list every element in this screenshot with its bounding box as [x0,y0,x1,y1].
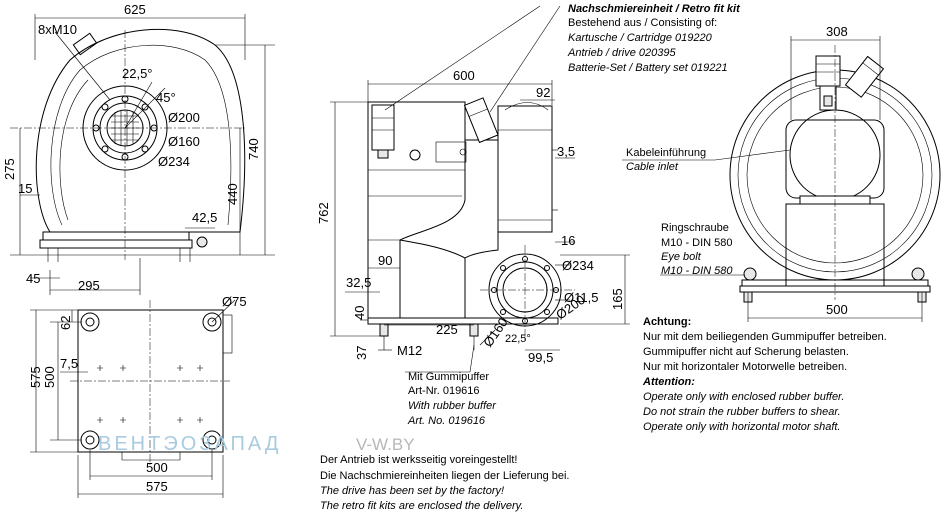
side-view [330,5,630,373]
dim-42-5: 42,5 [192,210,217,225]
dim-45-angle: 45° [156,90,176,105]
dim-45: 45 [26,271,40,286]
cable-inlet-de: Kabeleinführung [626,147,706,159]
dim-500-vertical: 500 [42,366,57,388]
dim-dia-75: Ø75 [222,294,247,309]
attention-en3: Operate only with horizontal motor shaft… [643,421,840,433]
dim-dia-160-front: Ø160 [168,134,200,149]
dim-16: 16 [561,233,575,248]
dim-22-5-side: 22,5° [505,333,531,345]
rubber-buffer-callout: Mit Gummipuffer Art-Nr. 019616 With rubb… [407,371,497,427]
watermark-brand: ВЕНТЭОЗАПАД [98,433,281,455]
eye-bolt-de1: Ringschraube [661,222,729,234]
watermark-site: V-W.BY [356,435,415,454]
attention-en2: Do not strain the rubber buffers to shea… [643,406,841,418]
retrofit-drive: Antrieb / drive 020395 [567,47,677,59]
eye-bolt-en2: M10 - DIN 580 [661,265,733,277]
front-view [10,14,275,295]
dim-275: 275 [2,158,17,180]
dim-762: 762 [316,202,331,224]
cable-inlet-callout: Kabeleinführung Cable inlet [626,147,706,173]
dimension-labels: 625 8xM10 22,5° 45° Ø200 Ø160 Ø234 740 2… [2,2,848,494]
dim-m12: M12 [397,343,422,358]
attention-de1: Nur mit dem beiliegenden Gummipuffer bet… [643,331,887,343]
attention-de-title: Achtung: [643,316,691,328]
dim-625: 625 [124,2,146,17]
attention-de3: Nur mit horizontaler Motorwelle betreibe… [643,361,847,373]
dim-99-5: 99,5 [528,350,553,365]
dim-22-5-angle: 22,5° [122,66,153,81]
eye-bolt-callout: Ringschraube M10 - DIN 580 Eye bolt M10 … [661,222,733,277]
dim-295: 295 [78,278,100,293]
dim-500-rear: 500 [826,302,848,317]
eye-bolt-de2: M10 - DIN 580 [661,237,733,249]
dim-15: 15 [18,181,32,196]
note-en2: The retro fit kits are enclosed the deli… [320,500,523,512]
retrofit-callout: Nachschmiereinheit / Retro fit kit Beste… [567,3,741,74]
buffer-en2: Art. No. 019616 [407,415,486,427]
note-de2: Die Nachschmiereinheiten liegen der Lief… [320,470,569,482]
dim-62: 62 [58,316,73,330]
attention-en1: Operate only with enclosed rubber buffer… [643,391,844,403]
dim-dia-11-5: Ø11,5 [564,290,598,305]
retrofit-consisting: Bestehend aus / Consisting of: [568,17,717,29]
buffer-de2: Art-Nr. 019616 [408,385,480,397]
dim-308: 308 [826,24,848,39]
dim-7-5: 7,5 [60,356,78,371]
dim-575-vertical: 575 [28,366,43,388]
dim-225: 225 [436,322,458,337]
dim-dia-200-front: Ø200 [168,110,200,125]
retrofit-battery: Batterie-Set / Battery set 019221 [568,62,728,74]
dim-740: 740 [246,138,261,160]
dim-37: 37 [354,346,369,360]
attention-de2: Gummipuffer nicht auf Scherung belasten. [643,346,849,358]
dim-500-horizontal: 500 [146,460,168,475]
dim-8xm10: 8xM10 [38,22,77,37]
buffer-en1: With rubber buffer [408,400,497,412]
factory-notes: Der Antrieb ist werksseitig voreingestel… [320,454,569,512]
attention-notes: Achtung: Nur mit dem beiliegenden Gummip… [642,316,887,433]
dim-575-horizontal: 575 [146,479,168,494]
eye-bolt-en1: Eye bolt [661,251,702,263]
footprint-view [30,299,236,498]
dim-32-5: 32,5 [346,275,371,290]
cable-inlet-en: Cable inlet [626,161,679,173]
retrofit-title: Nachschmiereinheit / Retro fit kit [568,3,741,15]
dim-dia-234-front: Ø234 [158,154,190,169]
note-en1: The drive has been set by the factory! [320,485,504,497]
watermark: ВЕНТЭОЗАПАД V-W.BY [98,433,415,455]
dim-600: 600 [453,68,475,83]
dim-92: 92 [536,85,550,100]
rear-view [622,36,941,322]
dim-3-5: 3,5 [557,144,575,159]
dim-165: 165 [610,288,625,310]
dim-40: 40 [352,306,367,320]
note-de1: Der Antrieb ist werksseitig voreingestel… [320,454,517,466]
dim-90: 90 [378,253,392,268]
attention-en-title: Attention: [642,376,695,388]
dim-dia-234-side: Ø234 [562,258,594,273]
buffer-de1: Mit Gummipuffer [408,371,489,383]
retrofit-cartridge: Kartusche / Cartridge 019220 [568,32,713,44]
dim-440: 440 [225,183,240,205]
